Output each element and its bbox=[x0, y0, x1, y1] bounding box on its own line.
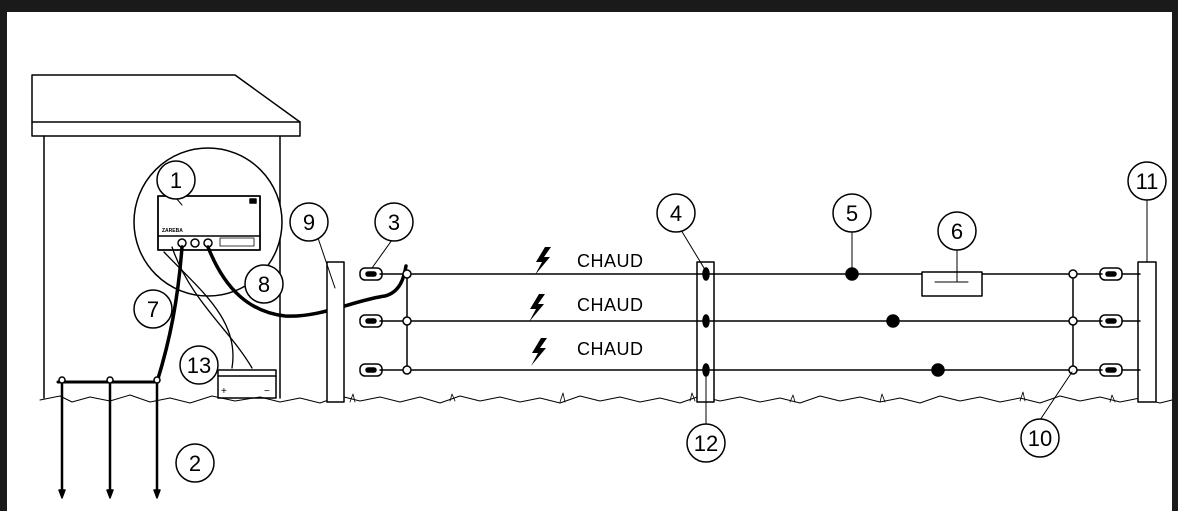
battery-positive-label: + bbox=[221, 386, 227, 397]
callout-4: 4 bbox=[670, 201, 682, 226]
wire-splice bbox=[402, 365, 412, 375]
callout-9: 9 bbox=[303, 210, 315, 235]
callout-circle bbox=[179, 345, 219, 385]
callout-13: 13 bbox=[187, 353, 211, 378]
callout-circle bbox=[656, 193, 696, 233]
left-border bbox=[0, 0, 7, 511]
ground-lead-cable bbox=[155, 245, 184, 384]
callout-circle bbox=[1127, 161, 1167, 201]
building-wall bbox=[43, 135, 281, 399]
wire-label-bottom: CHAUD bbox=[577, 339, 644, 359]
wire-label-top: CHAUD bbox=[577, 251, 644, 271]
callout-circle bbox=[937, 211, 977, 251]
callout-circle bbox=[175, 443, 215, 483]
callout-circle bbox=[1020, 418, 1060, 458]
battery-lead-cable bbox=[171, 246, 253, 369]
fence-lead-cable bbox=[206, 245, 408, 318]
callout-5: 5 bbox=[846, 201, 858, 226]
lightning-bolt-icon bbox=[535, 247, 551, 275]
top-banner bbox=[0, 0, 1178, 12]
wire-splice bbox=[1068, 316, 1078, 326]
callout-2: 2 bbox=[189, 451, 201, 476]
callout-11: 11 bbox=[1136, 169, 1159, 194]
callout-6: 6 bbox=[951, 219, 963, 244]
battery-icon bbox=[217, 369, 277, 399]
energizer-body bbox=[157, 195, 261, 251]
lightning-bolt-icon bbox=[531, 338, 547, 366]
callout-circle bbox=[832, 193, 872, 233]
wire-tensioner bbox=[845, 267, 945, 377]
wire-splice bbox=[402, 269, 412, 279]
wire-splice bbox=[1068, 365, 1078, 375]
callout-circle bbox=[686, 423, 726, 463]
building-roof bbox=[31, 74, 301, 137]
battery-negative-label: − bbox=[264, 386, 270, 397]
corner-post bbox=[326, 261, 345, 403]
callout-circle bbox=[156, 160, 196, 200]
ground-rod-icon bbox=[56, 376, 161, 499]
energizer-terminal bbox=[190, 238, 200, 248]
insulator-icon bbox=[1099, 267, 1123, 377]
callout-1: 1 bbox=[170, 168, 182, 193]
building bbox=[31, 74, 301, 399]
energizer-brand: ZAREBA bbox=[162, 228, 183, 234]
callout-circle bbox=[289, 202, 329, 242]
wire-splice bbox=[1068, 269, 1078, 279]
voltage-tester bbox=[921, 271, 983, 297]
callout-3: 3 bbox=[388, 210, 400, 235]
callout-8: 8 bbox=[258, 272, 270, 297]
wire-label-middle: CHAUD bbox=[577, 295, 644, 315]
callout-10: 10 bbox=[1028, 426, 1052, 451]
callout-circle bbox=[374, 202, 414, 242]
callout-12: 12 bbox=[694, 431, 718, 456]
callout-circle bbox=[133, 289, 173, 329]
insulator-icon bbox=[359, 267, 383, 377]
ground-grass-line bbox=[39, 394, 1173, 404]
callout-7: 7 bbox=[147, 297, 159, 322]
lightning-bolt-icon bbox=[529, 294, 545, 322]
right-border bbox=[1172, 0, 1178, 511]
wire-splice bbox=[402, 316, 412, 326]
callout-circle bbox=[244, 264, 284, 304]
line-post-insulator bbox=[702, 267, 710, 377]
battery-lead-cable bbox=[163, 251, 234, 369]
end-post bbox=[1137, 261, 1157, 403]
